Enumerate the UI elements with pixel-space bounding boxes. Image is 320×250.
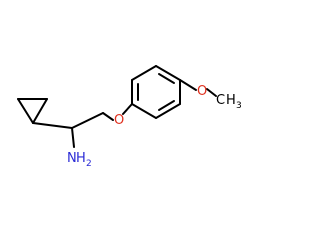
bond-o-to-ring (122, 103, 133, 115)
amine-h-label: H (76, 151, 86, 166)
methyl-c-label: C (216, 93, 225, 108)
ring-bond-2 (17, 98, 34, 124)
benzene-bond-6 (131, 103, 157, 119)
cyclopropyl-ring (17, 98, 48, 124)
side-chain (32, 103, 133, 148)
bond-ring-to-methoxy-o (179, 79, 197, 91)
benzene-ring (131, 65, 181, 119)
methyl-h-count-label: 3 (236, 101, 242, 111)
benzene-bond-5 (155, 103, 181, 119)
bond-ring-to-ch (32, 122, 73, 129)
benzene-double-bond-3 (158, 100, 175, 111)
amine-n-label: N (67, 151, 77, 166)
benzene-double-bond-2 (158, 73, 175, 84)
ether-o-label: O (114, 113, 124, 128)
bond-ch2-to-o (102, 112, 114, 121)
bond-ch-to-ch2 (71, 112, 104, 129)
bond-methoxy-o-to-methyl (206, 88, 217, 97)
methoxy-o-label: O (197, 84, 207, 99)
benzene-bond-2 (131, 65, 157, 81)
bond-ch-to-nh2 (71, 127, 75, 148)
amine-h-count-label: 2 (86, 159, 92, 169)
ring-bond-3 (32, 98, 48, 124)
benzene-bond-3 (155, 65, 181, 81)
methyl-h-label: H (226, 93, 236, 108)
structure-diagram: N H 2 O O C H 3 (17, 65, 242, 169)
